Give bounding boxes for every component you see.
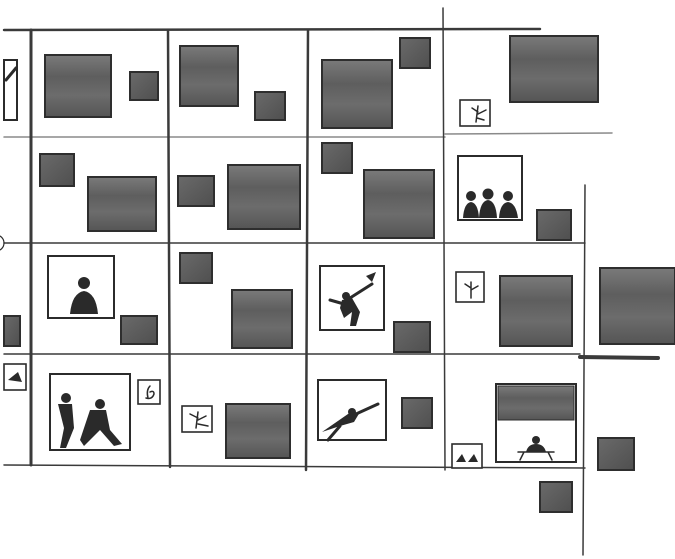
plant-icon [182,406,212,432]
dancer-thumbnail [318,380,386,440]
tile-small [130,72,158,100]
tile-small [178,176,214,206]
tile-small [537,210,571,240]
tile-large [600,268,675,344]
tile-small [255,92,285,120]
tile-large [364,170,434,238]
row-3 [4,253,675,352]
row-4 [4,364,634,512]
tile-large [45,55,111,117]
tile-small [180,253,212,283]
dancer-thumbnail [320,266,384,330]
edge-circle [0,235,4,251]
tile-small [394,322,430,352]
tile-small [598,438,634,470]
tile-large [226,404,290,458]
plant-icon [460,100,490,126]
plant-icon [452,444,482,468]
tile-small [322,143,352,173]
tile-large [228,165,300,229]
group-photo-thumbnail [458,156,522,220]
tile-large [88,177,156,231]
figure-icon [138,380,160,404]
portrait-thumbnail [48,256,114,318]
tile-large [322,60,392,128]
presentation-thumbnail [496,384,576,462]
tile-small [121,316,157,344]
tile-small [540,482,572,512]
row-1 [4,36,598,128]
tile-small [402,398,432,428]
tile-small [4,316,20,346]
tile-small [40,154,74,186]
partial-icon [4,364,26,390]
tile-large [232,290,292,348]
dance-pair-thumbnail [50,374,130,450]
tile-large [510,36,598,102]
tile-large [180,46,238,106]
row-2 [0,143,571,251]
plant-icon [456,272,484,302]
tile-large [500,276,572,346]
tile-small [400,38,430,68]
partial-thumbnail [4,60,17,120]
